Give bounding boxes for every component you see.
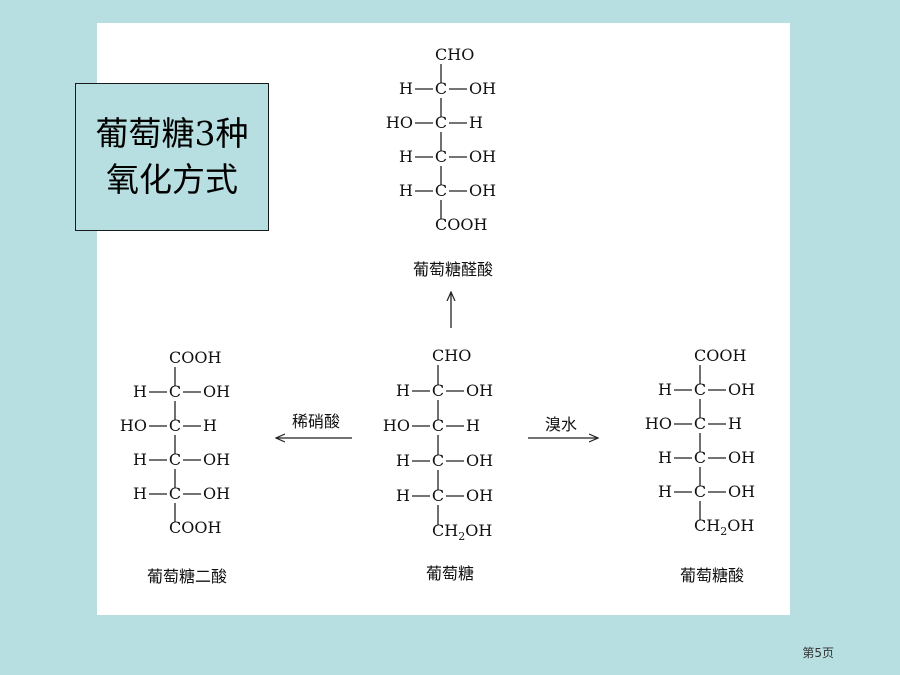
left-substituent: H — [133, 382, 147, 401]
right-substituent: H — [203, 416, 217, 435]
reagent-bromine-water: 溴水 — [545, 415, 577, 434]
title-line-2: 氧化方式 — [106, 160, 238, 199]
right-substituent: OH — [728, 482, 755, 501]
left-substituent: H — [133, 484, 147, 503]
top-group: CHO — [432, 346, 471, 365]
chiral-carbon: C — [169, 416, 181, 435]
chiral-carbon: C — [694, 380, 706, 399]
left-substituent: H — [396, 451, 410, 470]
compound-name: 葡萄糖酸 — [680, 566, 744, 585]
chiral-carbon: C — [694, 482, 706, 501]
right-substituent: OH — [469, 147, 496, 166]
compound-name: 葡萄糖 — [426, 564, 474, 583]
right-substituent: H — [728, 414, 742, 433]
reagent-nitric-acid: 稀硝酸 — [292, 412, 340, 431]
right-substituent: OH — [203, 484, 230, 503]
bottom-group: COOH — [435, 215, 487, 234]
right-substituent: OH — [469, 181, 496, 200]
right-substituent: OH — [203, 450, 230, 469]
left-substituent: HO — [386, 113, 413, 132]
right-substituent: OH — [469, 79, 496, 98]
chiral-carbon: C — [435, 181, 447, 200]
title-line-1: 葡萄糖3种 — [95, 114, 249, 153]
chiral-carbon: C — [432, 381, 444, 400]
chiral-carbon: C — [432, 416, 444, 435]
bottom-group: COOH — [169, 518, 221, 537]
top-group: COOH — [169, 348, 221, 367]
left-substituent: H — [396, 381, 410, 400]
right-substituent: OH — [728, 448, 755, 467]
right-substituent: H — [466, 416, 480, 435]
left-substituent: H — [658, 482, 672, 501]
right-substituent: OH — [728, 380, 755, 399]
left-substituent: H — [399, 79, 413, 98]
left-substituent: H — [396, 486, 410, 505]
left-substituent: HO — [645, 414, 672, 433]
top-group: CHO — [435, 45, 474, 64]
left-substituent: H — [399, 181, 413, 200]
top-group: COOH — [694, 346, 746, 365]
chiral-carbon: C — [694, 414, 706, 433]
chiral-carbon: C — [169, 484, 181, 503]
chiral-carbon: C — [435, 113, 447, 132]
compound-name: 葡萄糖二酸 — [147, 567, 227, 586]
right-substituent: H — [469, 113, 483, 132]
left-substituent: H — [399, 147, 413, 166]
bottom-group: CH2OH — [432, 521, 492, 543]
left-substituent: H — [658, 448, 672, 467]
right-substituent: OH — [203, 382, 230, 401]
right-substituent: OH — [466, 486, 493, 505]
page-number: 第5页 — [802, 646, 834, 660]
left-substituent: HO — [383, 416, 410, 435]
compound-name: 葡萄糖醛酸 — [413, 260, 493, 279]
right-substituent: OH — [466, 451, 493, 470]
left-substituent: H — [133, 450, 147, 469]
chiral-carbon: C — [694, 448, 706, 467]
left-substituent: HO — [120, 416, 147, 435]
title-box: 葡萄糖3种 氧化方式 — [75, 83, 269, 231]
bottom-group: CH2OH — [694, 516, 754, 538]
chiral-carbon: C — [432, 451, 444, 470]
chiral-carbon: C — [435, 147, 447, 166]
left-substituent: H — [658, 380, 672, 399]
right-substituent: OH — [466, 381, 493, 400]
chiral-carbon: C — [169, 382, 181, 401]
chiral-carbon: C — [432, 486, 444, 505]
chiral-carbon: C — [435, 79, 447, 98]
chiral-carbon: C — [169, 450, 181, 469]
